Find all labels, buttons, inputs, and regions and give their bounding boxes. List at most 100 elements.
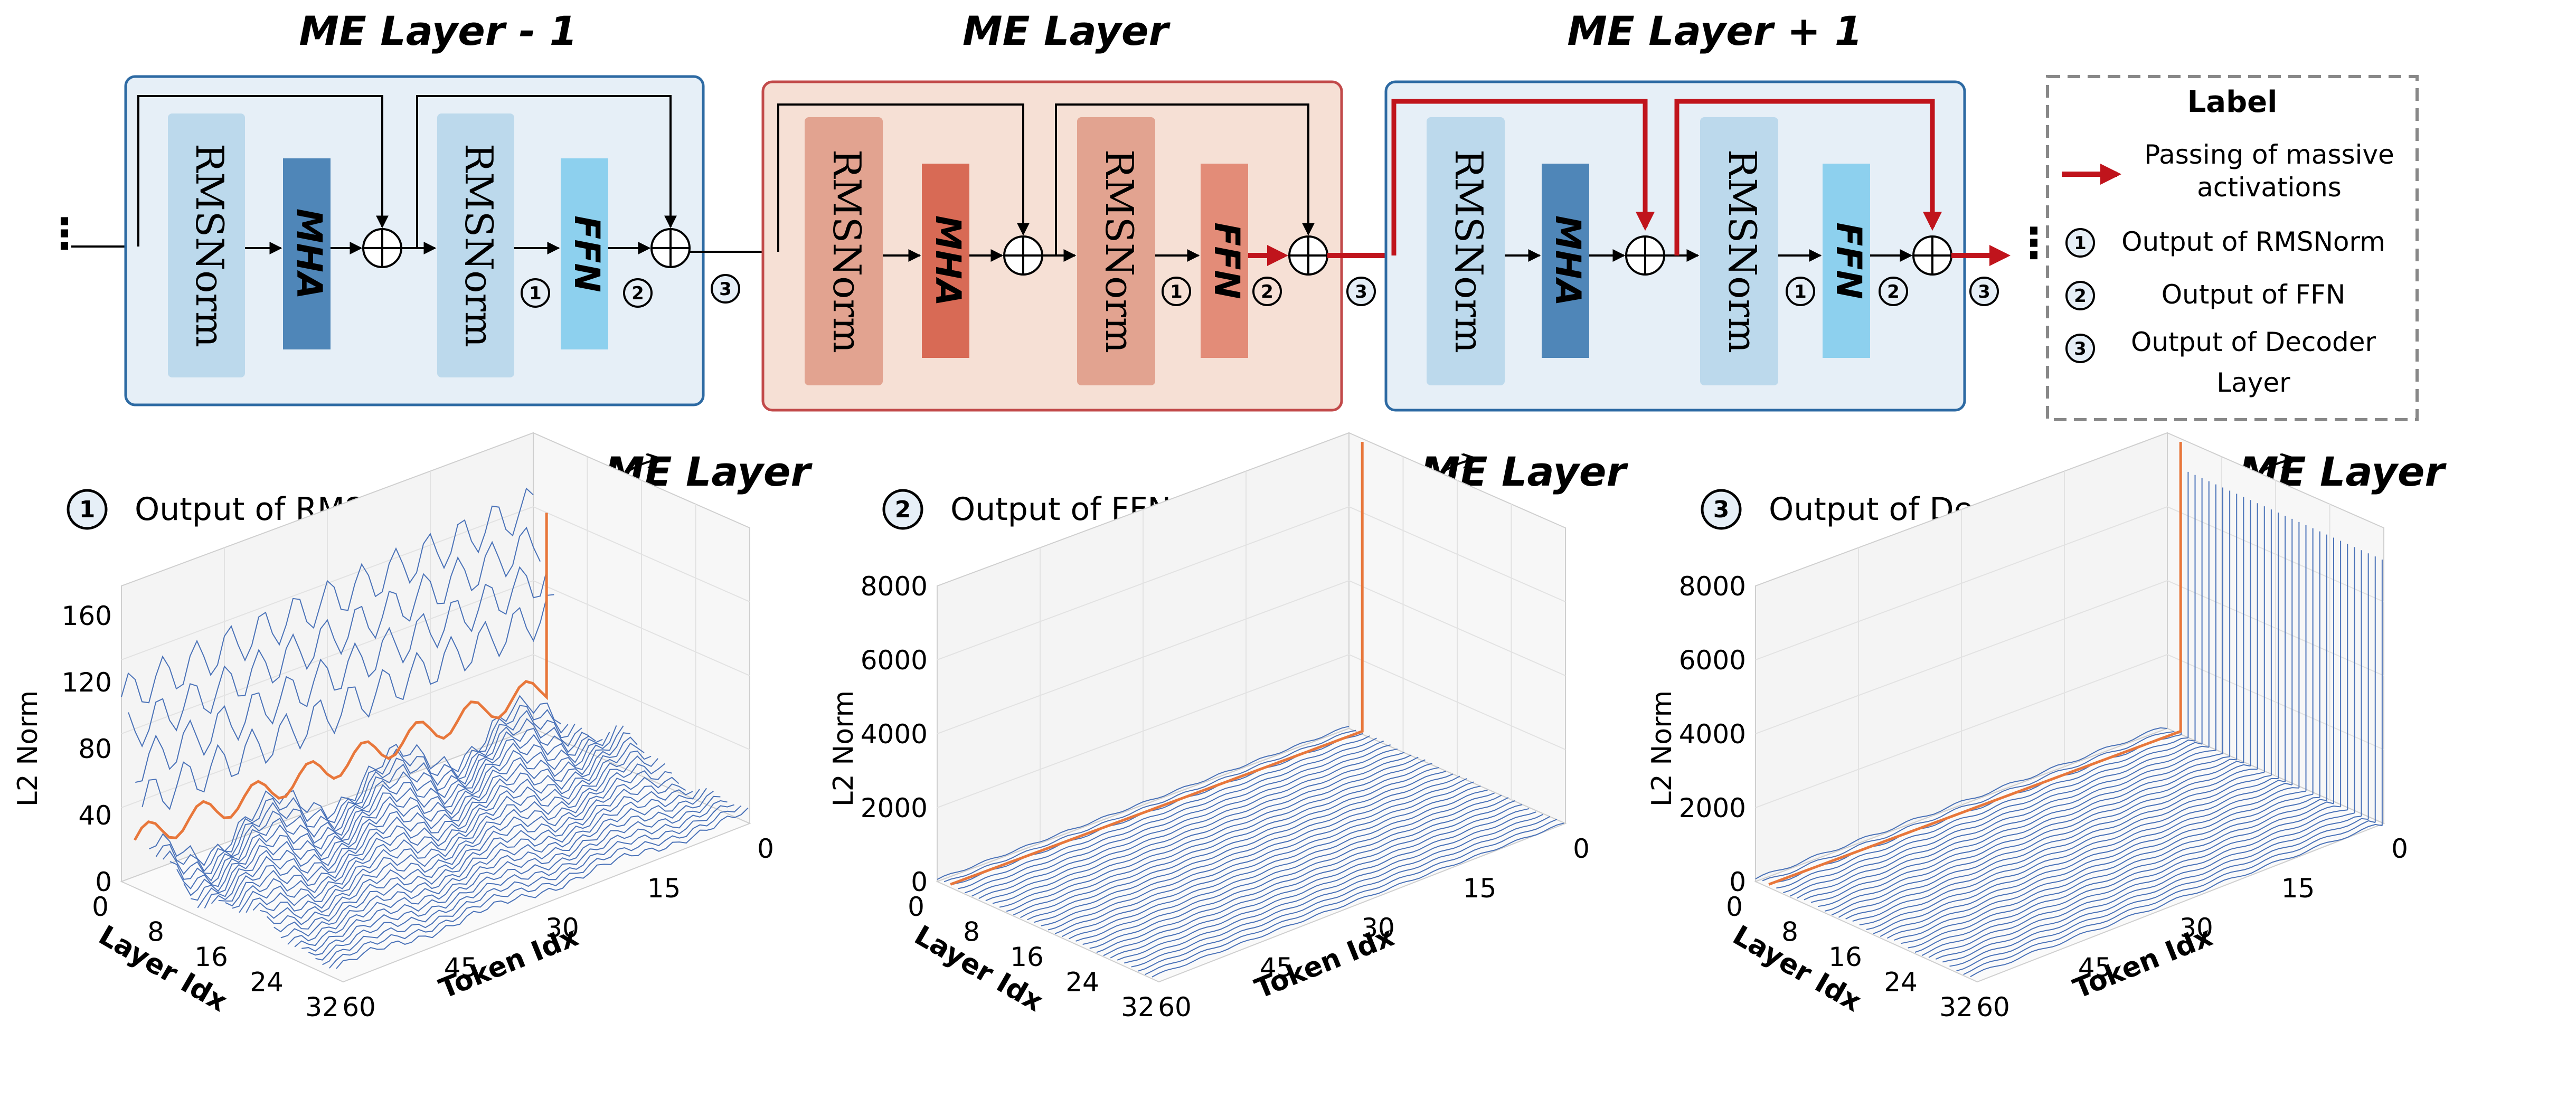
layer-prev-title: ME Layer - 1	[299, 7, 577, 54]
xtick-label: 8	[963, 917, 980, 948]
ytick-label: 8000	[861, 571, 928, 602]
series-line	[1873, 780, 2286, 934]
series-line	[294, 788, 707, 948]
ttick-label: 60	[342, 992, 376, 1022]
series-line	[183, 734, 596, 896]
series-line	[1145, 819, 1558, 976]
xtick-label: 24	[1065, 967, 1099, 998]
ttick-label: 60	[1158, 992, 1192, 1022]
series-line	[1908, 797, 2320, 949]
series-line	[1075, 789, 1488, 942]
massive-residual-a	[1391, 99, 1655, 255]
series-line	[252, 763, 666, 912]
series-line	[246, 755, 659, 913]
layer-next-marker-2: 2	[1887, 281, 1900, 302]
series-line	[128, 526, 541, 748]
series-line	[204, 725, 617, 909]
ytick-label: 4000	[861, 719, 928, 750]
chart-1-ylabel: L2 Norm	[12, 690, 44, 807]
series-line	[121, 487, 534, 704]
layer-next-marker-3: 3	[1978, 281, 1990, 302]
layer-next-ffn-label: FFN	[1828, 222, 1869, 299]
layer-prev-box	[124, 75, 705, 406]
xtick-label: 16	[1010, 942, 1044, 972]
series-line	[943, 730, 1356, 883]
ytick-label: 40	[78, 800, 112, 831]
layer-next-rmsnorm-b-label: RMSNorm	[1720, 149, 1764, 353]
series-line	[1013, 759, 1426, 916]
chart-3-num-badge	[1701, 489, 1742, 530]
chart-2-series	[937, 442, 1564, 978]
ttick-label: 0	[1573, 834, 1590, 864]
series-line	[169, 718, 582, 882]
layer-next-title: ME Layer + 1	[1567, 7, 1862, 54]
series-line	[958, 735, 1370, 889]
legend: Label Passing of massive activations 1 O…	[2046, 75, 2419, 421]
xtick-label: 0	[92, 892, 109, 922]
ytick-label: 120	[62, 667, 112, 698]
series-line	[1817, 756, 2230, 907]
series-line	[1970, 823, 2383, 978]
legend-title: Label	[2187, 85, 2278, 119]
series-line	[1061, 781, 1474, 937]
layer-me-title: ME Layer	[963, 7, 1171, 54]
series-line	[1859, 775, 2272, 926]
series-line	[1935, 809, 2348, 960]
series-line	[1928, 805, 2341, 958]
series-line	[1034, 771, 1447, 923]
layer-prev-marker-2: 2	[631, 283, 644, 304]
series-line	[266, 776, 680, 925]
layer-me-marker-2: 2	[1261, 281, 1273, 302]
ttick-label: 45	[444, 952, 478, 983]
layer-next-rmsnorm-b	[1700, 117, 1778, 385]
ttick-label: 15	[1463, 873, 1497, 904]
series-line	[1068, 785, 1481, 940]
ttick-label: 45	[1260, 952, 1294, 983]
layer-prev-ffn-label: FFN	[567, 215, 607, 292]
series-line	[1110, 804, 1523, 959]
ytick-label: 0	[911, 867, 928, 897]
series-line	[149, 695, 562, 867]
layer-prev-mha-label: MHA	[289, 209, 329, 299]
ytick-label: 6000	[1679, 645, 1746, 676]
legend-item2-label: Output of FFN	[2162, 279, 2346, 310]
layer-me-ffn	[1201, 164, 1248, 358]
series-line	[1824, 759, 2237, 912]
xtick-label: 16	[1828, 942, 1862, 972]
ttick-label: 0	[2391, 834, 2408, 864]
me-layer-line	[950, 442, 1364, 886]
layer-next-marker-1: 1	[1794, 281, 1807, 302]
series-line	[1131, 813, 1543, 968]
layer-me-marker-3: 3	[1355, 281, 1367, 302]
layer-me-marker-1: 1	[1170, 281, 1183, 302]
layer-next-rmsnorm-a	[1427, 117, 1505, 385]
series-line	[1949, 816, 2362, 967]
xtick-label: 32	[305, 992, 339, 1022]
series-line	[1020, 763, 1432, 918]
ytick-label: 6000	[861, 645, 928, 676]
chart-1-num-badge	[67, 489, 108, 530]
series-line	[162, 709, 575, 875]
series-line	[1894, 790, 2306, 941]
layer-prev-rmsnorm-a-label: RMSNorm	[187, 144, 232, 347]
series-line	[239, 750, 652, 913]
series-line	[985, 748, 1398, 902]
series-line	[1117, 808, 1530, 961]
series-line	[141, 594, 554, 810]
chart-2-ylabel: L2 Norm	[828, 690, 860, 807]
series-line	[328, 805, 742, 969]
series-line	[1124, 811, 1536, 964]
layer-prev-rmsnorm-b	[437, 113, 514, 377]
leading-ellipsis: ⋮	[43, 209, 86, 258]
layer-me-rmsnorm-a	[805, 117, 883, 385]
series-line	[1096, 797, 1509, 953]
series-line	[1810, 753, 2223, 903]
chart-3-series	[1755, 442, 2383, 978]
series-line	[1866, 778, 2279, 930]
chart-1-series	[121, 487, 749, 969]
series-line	[1845, 769, 2258, 920]
series-line	[1963, 820, 2375, 975]
